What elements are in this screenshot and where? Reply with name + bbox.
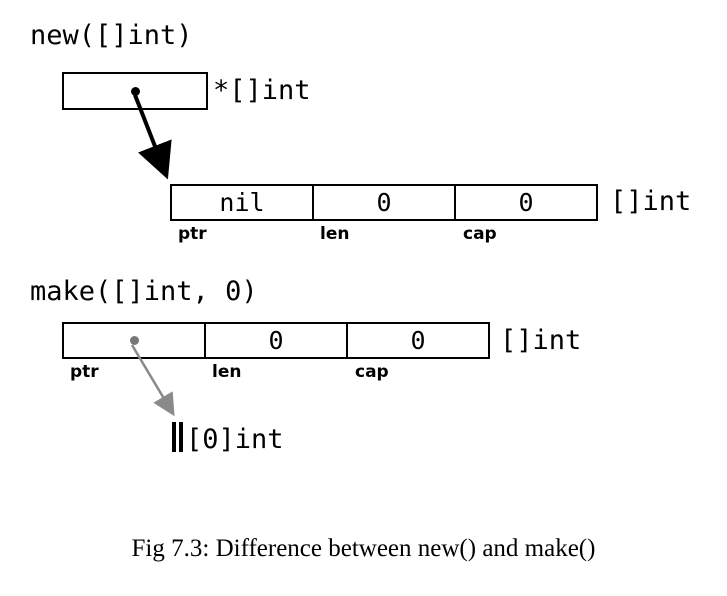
new-len-value: 0	[376, 188, 392, 217]
new-slice-struct-box: nil 0 0	[170, 184, 598, 221]
new-cap-field-label: cap	[463, 224, 497, 244]
make-ptr-cell	[64, 324, 204, 357]
make-len-value: 0	[268, 326, 284, 355]
make-cap-value: 0	[410, 326, 426, 355]
new-pointer-box	[62, 72, 208, 110]
new-cap-value: 0	[518, 188, 534, 217]
make-cap-field-label: cap	[355, 362, 389, 382]
new-ptr-field-label: ptr	[178, 224, 207, 244]
empty-array-bar	[179, 422, 183, 452]
new-pointer-type-label: *[]int	[213, 75, 311, 106]
make-array-type-label: [0]int	[186, 424, 284, 455]
empty-array-bar	[172, 422, 176, 452]
new-ptr-cell: nil	[172, 186, 312, 219]
make-struct-type-label: []int	[500, 325, 582, 356]
new-pointer-cell	[64, 74, 206, 108]
new-cap-cell: 0	[454, 186, 596, 219]
new-len-cell: 0	[312, 186, 454, 219]
new-call-label: new([]int)	[30, 20, 193, 51]
make-slice-struct-box: 0 0	[62, 322, 490, 359]
make-pointer-dot-icon	[129, 336, 139, 345]
make-cap-cell: 0	[346, 324, 488, 357]
make-len-field-label: len	[212, 362, 242, 382]
make-ptr-field-label: ptr	[70, 362, 99, 382]
new-pointer-dot-icon	[130, 86, 140, 96]
figure-caption: Fig 7.3: Difference between new() and ma…	[131, 535, 596, 562]
new-len-field-label: len	[320, 224, 350, 244]
empty-array-icon	[172, 422, 183, 452]
new-ptr-value: nil	[219, 188, 265, 217]
make-len-cell: 0	[204, 324, 346, 357]
new-struct-type-label: []int	[610, 186, 692, 217]
make-call-label: make([]int, 0)	[30, 276, 258, 307]
